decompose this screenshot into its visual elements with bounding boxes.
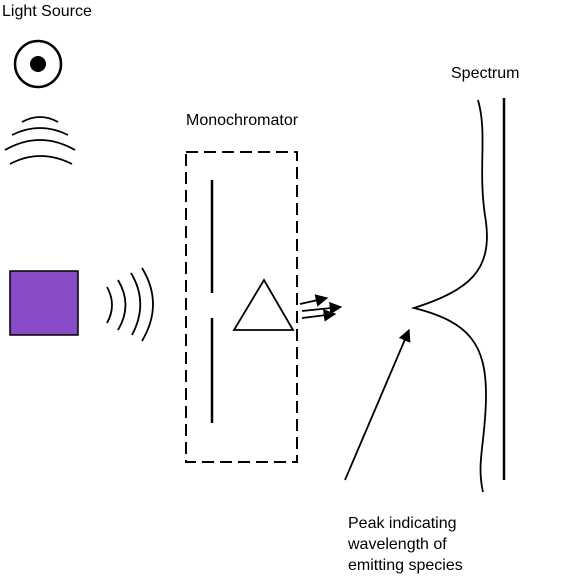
peak-annotation-line-1: Peak indicating bbox=[348, 515, 457, 532]
peak-pointer-arrow bbox=[344, 328, 411, 481]
sample-emission-waves bbox=[106, 267, 154, 342]
sample-square bbox=[9, 270, 79, 336]
spectrum-label: Spectrum bbox=[451, 65, 520, 82]
light-source-icon bbox=[13, 39, 63, 89]
peak-annotation: Peak indicating wavelength of emitting s… bbox=[348, 513, 463, 576]
peak-annotation-line-3: emitting species bbox=[348, 557, 463, 574]
prism-icon bbox=[232, 278, 295, 331]
dispersed-light-arrows bbox=[299, 294, 343, 322]
light-source-waves bbox=[4, 116, 76, 165]
light-source-label: Light Source bbox=[2, 3, 92, 20]
peak-annotation-line-2: wavelength of bbox=[348, 536, 447, 553]
monochromator-label: Monochromator bbox=[186, 112, 299, 129]
monochromator-box bbox=[185, 151, 298, 463]
spectrum-peak-curve bbox=[410, 99, 488, 493]
